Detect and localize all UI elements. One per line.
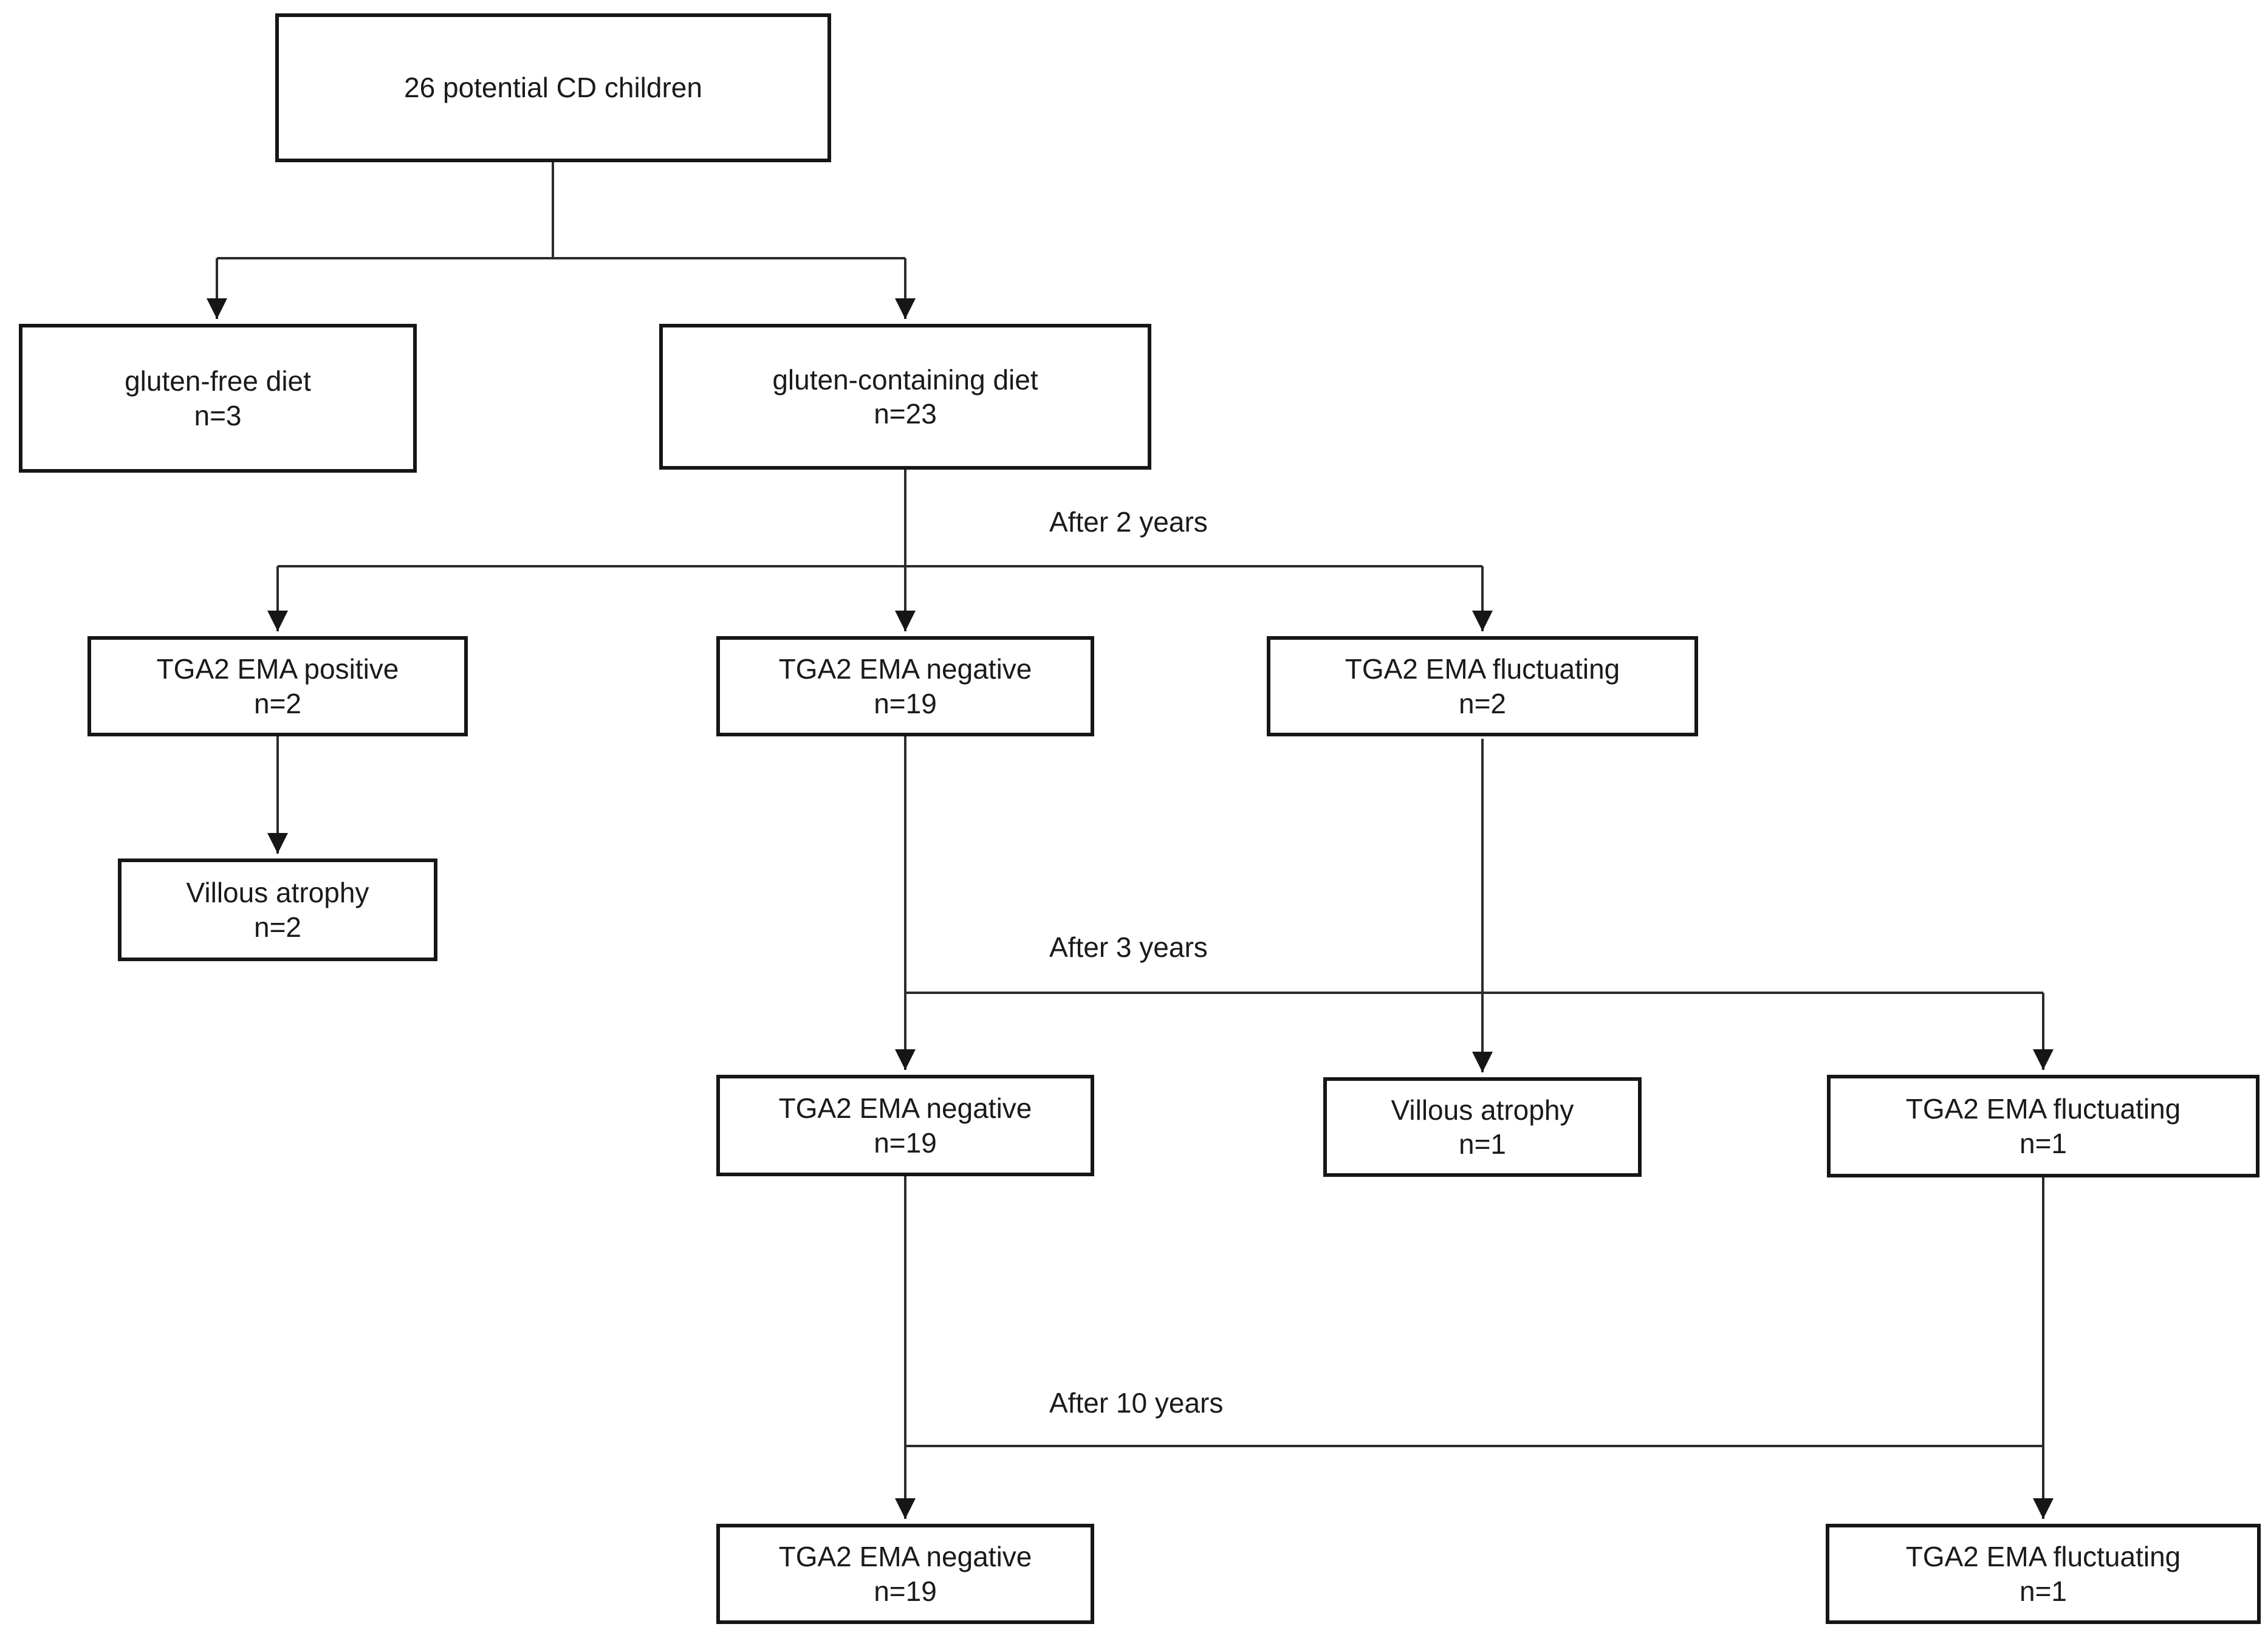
node-label: TGA2 EMA negative — [778, 653, 1032, 685]
node-tga2-ema-positive-2y: TGA2 EMA positive n=2 — [87, 636, 468, 736]
node-count: n=19 — [874, 1575, 937, 1607]
node-count: n=23 — [874, 398, 937, 430]
node-count: n=1 — [2019, 1127, 2068, 1159]
branch-root-to-diets — [207, 162, 916, 319]
stage-label-after-10-years: After 10 years — [1049, 1387, 1224, 1419]
node-count: n=2 — [253, 687, 302, 719]
node-tga2-ema-fluctuating-10y: TGA2 EMA fluctuating n=1 — [1826, 1524, 2261, 1624]
branch-after-10-years — [895, 1176, 2054, 1519]
node-villous-atrophy-2y: Villous atrophy n=2 — [118, 858, 437, 961]
node-tga2-ema-fluctuating-3y: TGA2 EMA fluctuating n=1 — [1827, 1075, 2259, 1177]
node-label: gluten-containing diet — [772, 363, 1038, 396]
node-villous-atrophy-3y: Villous atrophy n=1 — [1323, 1077, 1642, 1177]
node-count: n=1 — [1458, 1128, 1507, 1160]
stage-label-after-3-years: After 3 years — [1049, 931, 1208, 963]
node-label: Villous atrophy — [1391, 1094, 1574, 1126]
node-label: TGA2 EMA fluctuating — [1905, 1541, 2181, 1573]
node-label: TGA2 EMA fluctuating — [1345, 653, 1620, 685]
node-tga2-ema-negative-3y: TGA2 EMA negative n=19 — [716, 1075, 1094, 1176]
node-count: n=3 — [194, 399, 242, 431]
node-label: Villous atrophy — [186, 877, 369, 909]
node-count: n=19 — [874, 687, 937, 719]
node-label: TGA2 EMA negative — [778, 1541, 1032, 1573]
node-label: 26 potential CD children — [404, 72, 702, 104]
node-tga2-ema-negative-10y: TGA2 EMA negative n=19 — [716, 1524, 1094, 1624]
node-count: n=2 — [253, 911, 302, 943]
stage-label-after-2-years: After 2 years — [1049, 506, 1208, 538]
node-label: gluten-free diet — [125, 365, 311, 397]
node-count: n=19 — [874, 1126, 937, 1159]
node-gluten-containing-diet: gluten-containing diet n=23 — [659, 324, 1151, 470]
branch-after-3-years — [895, 736, 2054, 1072]
node-potential-cd-children: 26 potential CD children — [275, 13, 831, 162]
branch-after-2-years — [267, 470, 1493, 631]
node-label: TGA2 EMA fluctuating — [1905, 1093, 2181, 1125]
node-tga2-ema-negative-2y: TGA2 EMA negative n=19 — [716, 636, 1094, 736]
node-count: n=1 — [2019, 1575, 2068, 1607]
node-gluten-free-diet: gluten-free diet n=3 — [19, 324, 417, 473]
node-label: TGA2 EMA negative — [778, 1092, 1032, 1125]
node-count: n=2 — [1458, 687, 1507, 719]
node-tga2-ema-fluctuating-2y: TGA2 EMA fluctuating n=2 — [1267, 636, 1698, 736]
node-label: TGA2 EMA positive — [156, 653, 399, 685]
